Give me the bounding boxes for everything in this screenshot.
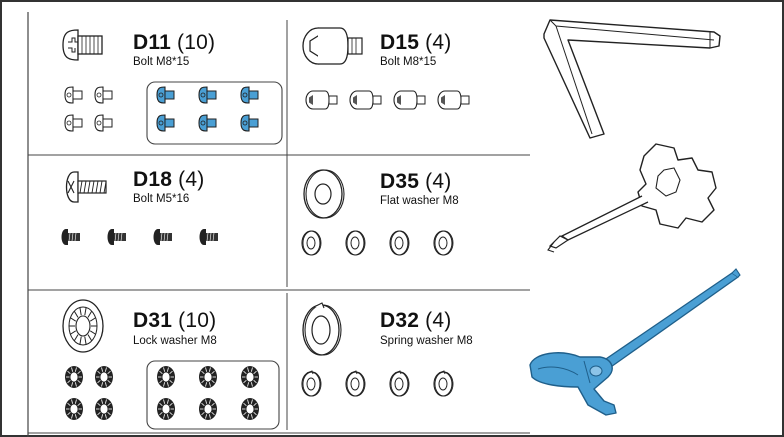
washer-item xyxy=(345,230,366,256)
washer-item xyxy=(241,366,259,388)
bolt-item xyxy=(64,114,83,132)
phillips-screw-icon xyxy=(65,171,107,203)
t-handle-hex-key-icon xyxy=(529,268,741,416)
bolt-item xyxy=(305,90,338,110)
washer-item xyxy=(301,370,322,397)
washer-item xyxy=(95,398,113,420)
part-description: Bolt M8*15 xyxy=(133,56,190,68)
screw-item xyxy=(199,229,218,245)
washer-item xyxy=(433,370,454,397)
screw-item xyxy=(153,229,172,245)
screw-item xyxy=(107,229,126,245)
part-code: D18 (4) xyxy=(133,168,205,191)
socket-head-bolt-icon xyxy=(302,27,363,65)
washer-item xyxy=(157,398,175,420)
part-d35: D35 (4) Flat washer M8 xyxy=(287,155,530,290)
part-code: D15 (4) xyxy=(380,31,452,54)
lock-washer-icon xyxy=(62,299,104,353)
washer-item xyxy=(65,366,83,388)
allen-key-icon xyxy=(543,19,721,139)
washer-item xyxy=(199,366,217,388)
bolt-item xyxy=(94,86,113,104)
bolt-item xyxy=(198,86,217,104)
bolt-item xyxy=(393,90,426,110)
part-quantity-group xyxy=(301,370,454,397)
screw-item xyxy=(61,229,80,245)
washer-item xyxy=(389,230,410,256)
washer-item xyxy=(65,398,83,420)
multi-wrench-screwdriver-icon xyxy=(547,143,717,253)
button-head-bolt-icon xyxy=(62,29,103,61)
washer-item xyxy=(241,398,259,420)
part-code: D31 (10) xyxy=(133,309,217,332)
part-quantity-group xyxy=(61,229,218,245)
flat-washer-icon xyxy=(303,169,345,219)
washer-item xyxy=(95,366,113,388)
part-d11: D11 (10) Bolt M8*15 xyxy=(0,0,287,155)
part-quantity-group xyxy=(65,360,280,430)
part-d32: D32 (4) Spring washer M8 xyxy=(287,290,530,435)
part-quantity-group xyxy=(64,81,283,145)
part-code: D35 (4) xyxy=(380,170,452,193)
part-description: Spring washer M8 xyxy=(380,335,473,347)
bolt-item xyxy=(156,86,175,104)
part-quantity-group xyxy=(305,90,470,110)
part-code: D32 (4) xyxy=(380,309,452,332)
part-d15: D15 (4) Bolt M8*15 xyxy=(287,0,530,155)
bolt-item xyxy=(437,90,470,110)
washer-item xyxy=(389,370,410,397)
part-code: D11 (10) xyxy=(133,31,216,54)
washer-item xyxy=(199,398,217,420)
washer-item xyxy=(157,366,175,388)
bolt-item xyxy=(94,114,113,132)
washer-item xyxy=(433,230,454,256)
washer-item xyxy=(345,370,366,397)
bolt-item xyxy=(64,86,83,104)
bolt-item xyxy=(240,114,259,132)
part-quantity-group xyxy=(301,230,454,256)
part-description: Bolt M8*15 xyxy=(380,56,437,68)
part-description: Bolt M5*16 xyxy=(133,193,190,205)
part-d18: D18 (4) Bolt M5*16 xyxy=(0,155,287,290)
part-description: Lock washer M8 xyxy=(133,335,217,347)
bolt-item xyxy=(156,114,175,132)
part-description: Flat washer M8 xyxy=(380,195,459,207)
bolt-item xyxy=(240,86,259,104)
washer-item xyxy=(301,230,322,256)
bolt-item xyxy=(349,90,382,110)
spring-washer-icon xyxy=(302,302,342,356)
part-d31: D31 (10) Lock washer M8 xyxy=(0,290,287,435)
bolt-item xyxy=(198,114,217,132)
